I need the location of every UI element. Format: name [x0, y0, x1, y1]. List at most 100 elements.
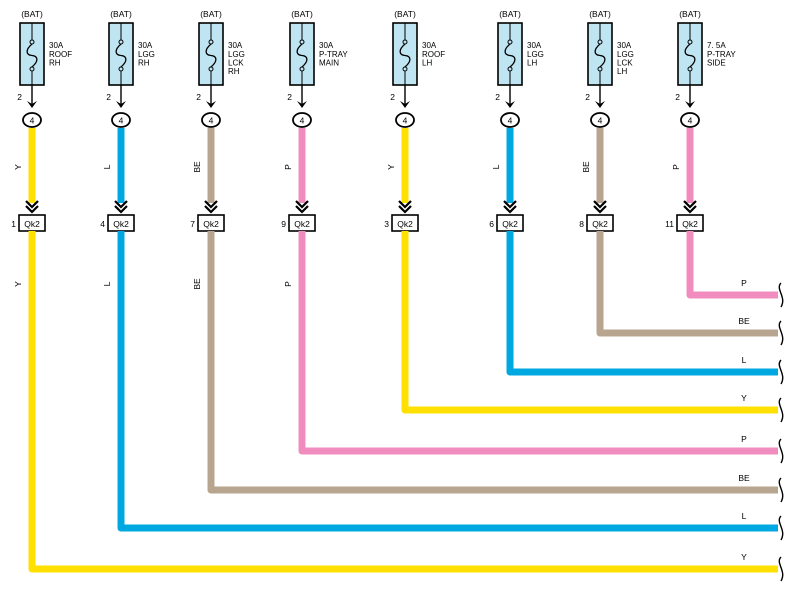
arrow-down-icon [685, 101, 695, 108]
fuse-pin-number: 2 [675, 92, 680, 102]
connector-pin-number: 11 [665, 219, 674, 229]
source-label: (BAT) [291, 9, 313, 19]
continuation-break-icon [778, 359, 784, 385]
connector-code: Qk2 [113, 219, 129, 229]
junction-number: 4 [209, 116, 214, 126]
wire-color-label-upper: Y [13, 164, 23, 170]
fuse-element-icon [205, 43, 217, 68]
wire-lower [298, 231, 778, 455]
fuse-name-line: RH [49, 59, 61, 68]
connector-pin-number: 3 [384, 219, 389, 229]
arrow-down-icon [27, 101, 37, 108]
fuse-name-line: LGG [527, 50, 544, 59]
output-wire-label: P [741, 434, 747, 444]
connector-chevron-icon [25, 200, 39, 214]
fuse-name-line: LCK [228, 59, 244, 68]
junction-connector [395, 112, 415, 128]
output-wire-label: BE [738, 316, 750, 326]
fuse-name-line: LH [617, 67, 627, 76]
junction-number: 4 [688, 116, 693, 126]
fuse-name-line: LH [527, 59, 537, 68]
output-wire-label: Y [741, 552, 747, 562]
source-label: (BAT) [589, 9, 611, 19]
fuse-pin-number: 2 [17, 92, 22, 102]
connector-chevron-icon [204, 200, 218, 214]
source-label: (BAT) [200, 9, 222, 19]
wire-lower [596, 231, 778, 337]
source-label: (BAT) [394, 9, 416, 19]
fuse-rating: 30A [138, 41, 153, 50]
junction-connector [111, 112, 131, 128]
junction-number: 4 [403, 116, 408, 126]
connector-code: Qk2 [682, 219, 698, 229]
wire-color-label-upper: Y [386, 164, 396, 170]
connector-code: Qk2 [24, 219, 40, 229]
junction-number: 4 [300, 116, 305, 126]
junction-connector [500, 112, 520, 128]
connector-code: Qk2 [203, 219, 219, 229]
output-wire-label: Y [741, 393, 747, 403]
continuation-break-icon [778, 320, 784, 346]
fuse-name-line: ROOF [422, 50, 445, 59]
connector-code: Qk2 [592, 219, 608, 229]
output-wire-label: BE [738, 473, 750, 483]
connector-chevron-icon [398, 200, 412, 214]
junction-number: 4 [119, 116, 124, 126]
wire-color-label-upper: BE [192, 161, 202, 173]
continuation-break-icon [778, 477, 784, 503]
fuse-element-icon [594, 43, 606, 68]
fuse-element-icon [115, 43, 127, 68]
fuse-rating: 30A [228, 41, 243, 50]
connector-pin-number: 9 [281, 219, 286, 229]
fuse-rating: 7. 5A [707, 41, 726, 50]
output-wire-label: P [741, 278, 747, 288]
source-label: (BAT) [21, 9, 43, 19]
continuation-break-icon [778, 556, 784, 582]
source-label: (BAT) [499, 9, 521, 19]
fuse-name-line: SIDE [707, 59, 726, 68]
fuse-name-line: LGG [617, 50, 634, 59]
fuse-name-line: P-TRAY [707, 50, 736, 59]
fuse-rating: 30A [422, 41, 437, 50]
wire-lower [686, 231, 778, 299]
connector-code: Qk2 [397, 219, 413, 229]
junction-connector [292, 112, 312, 128]
connector-code: Qk2 [502, 219, 518, 229]
arrow-down-icon [116, 101, 126, 108]
wire-color-label-upper: P [283, 164, 293, 170]
fuse-pin-number: 2 [287, 92, 292, 102]
junction-connector [590, 112, 610, 128]
fuse-name-line: LGG [138, 50, 155, 59]
junction-number: 4 [30, 116, 35, 126]
wire-color-label-upper: L [491, 164, 501, 169]
arrow-down-icon [206, 101, 216, 108]
source-label: (BAT) [110, 9, 132, 19]
fuse-name-line: LGG [228, 50, 245, 59]
fuse-rating: 30A [617, 41, 632, 50]
fuse-pin-number: 2 [585, 92, 590, 102]
arrow-down-icon [297, 101, 307, 108]
connector-chevron-icon [683, 200, 697, 214]
connector-pin-number: 6 [489, 219, 494, 229]
arrow-down-icon [505, 101, 515, 108]
wire-lower [401, 231, 778, 414]
connector-chevron-icon [295, 200, 309, 214]
fuse-pin-number: 2 [390, 92, 395, 102]
connector-code: Qk2 [294, 219, 310, 229]
wire-lower [28, 231, 778, 573]
fuse-element-icon [26, 43, 38, 68]
fuse-rating: 30A [319, 41, 334, 50]
arrow-down-icon [400, 101, 410, 108]
wire-lower [506, 231, 778, 376]
wire-color-label-upper: L [102, 164, 112, 169]
fuse-name-line: ROOF [49, 50, 72, 59]
output-wire-label: L [742, 355, 747, 365]
junction-connector [22, 112, 42, 128]
